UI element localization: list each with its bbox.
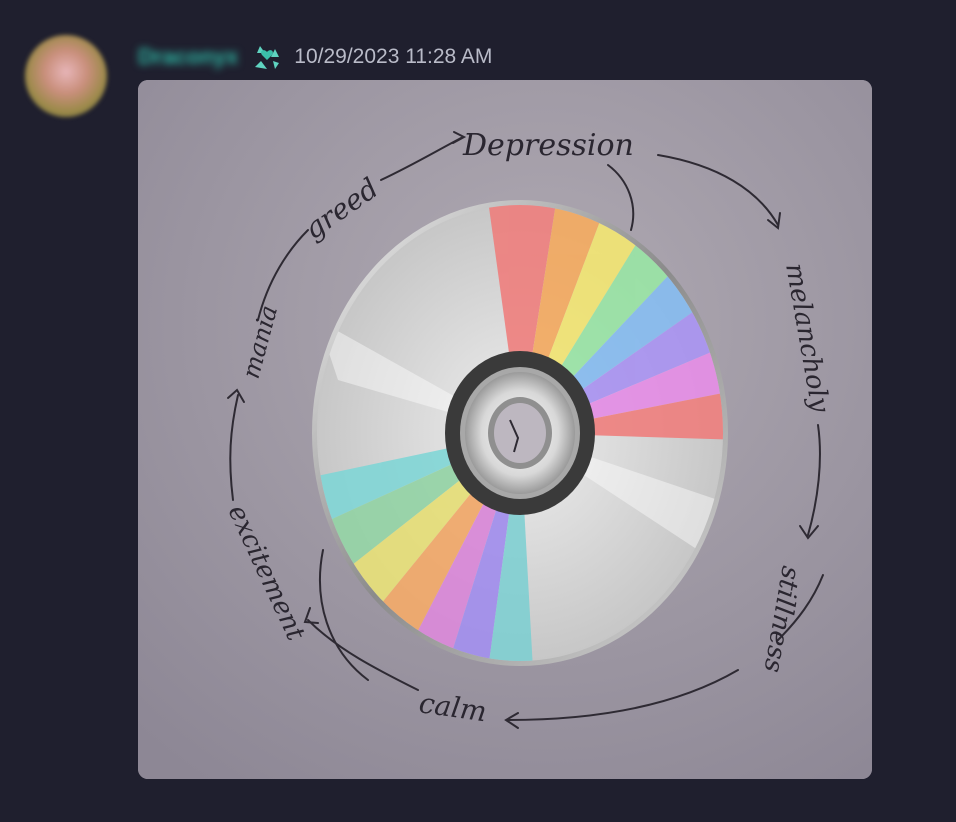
cycle-drawing: Depression melancholy stillness calm exc…: [138, 80, 872, 779]
cycle-arrows: [227, 131, 824, 729]
cd-disc: [312, 200, 728, 666]
label-depression: Depression: [462, 128, 634, 163]
user-avatar[interactable]: [25, 35, 107, 117]
message-timestamp: 10/29/2023 11:28 AM: [294, 45, 493, 68]
image-attachment[interactable]: Depression melancholy stillness calm exc…: [138, 80, 872, 779]
message-header: Draconyx 10/29/2023 11:28 AM: [138, 42, 492, 72]
username[interactable]: Draconyx: [138, 44, 239, 69]
recycle-heart-icon[interactable]: [250, 42, 284, 72]
